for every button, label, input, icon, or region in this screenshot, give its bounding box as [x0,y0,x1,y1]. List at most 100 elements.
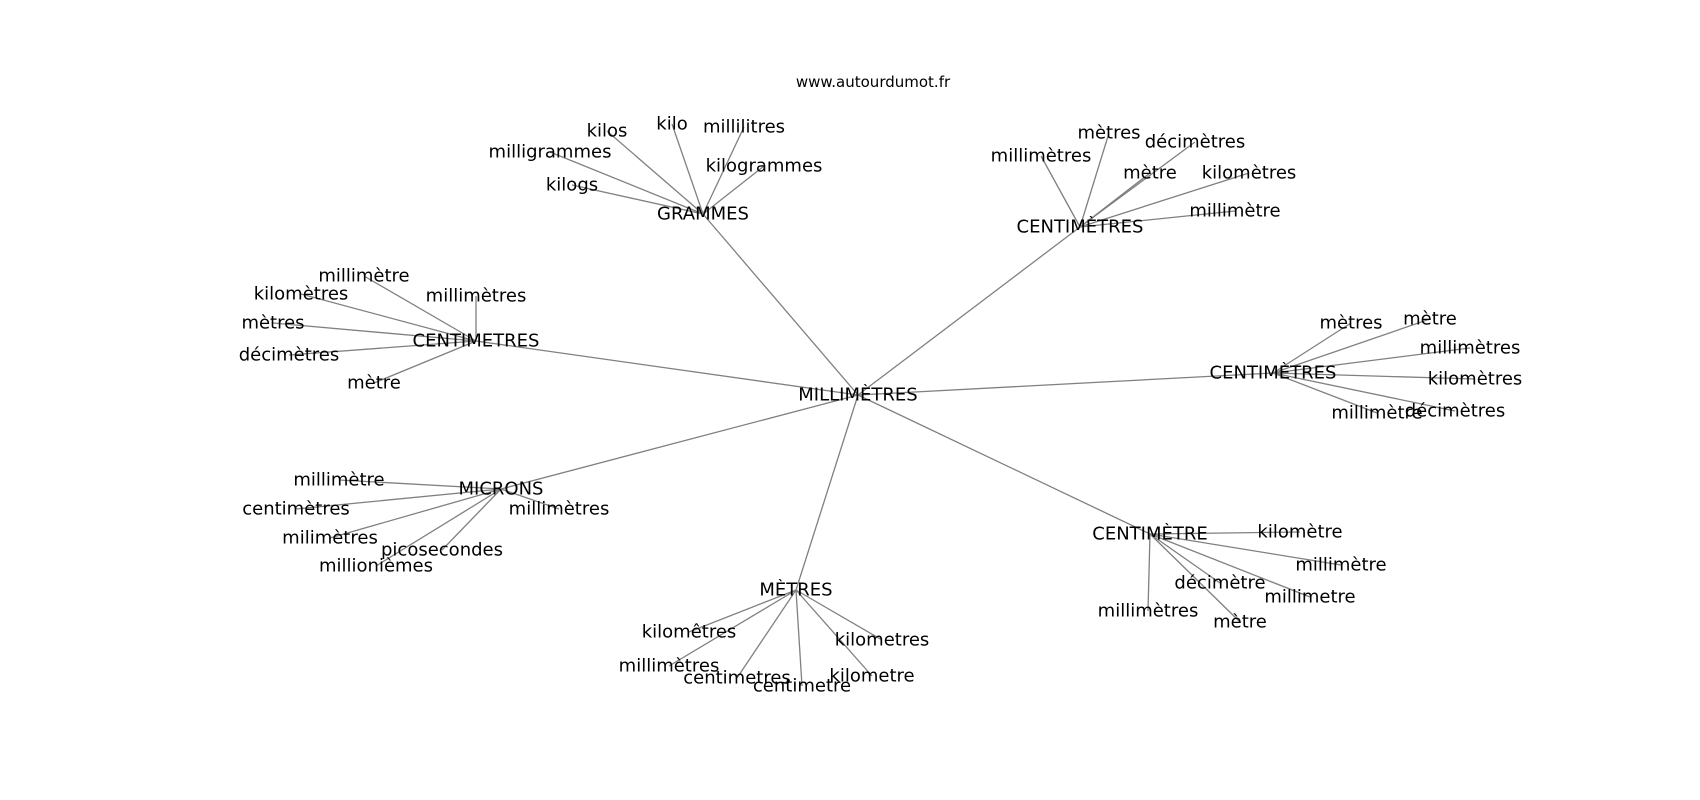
leaf-node-label: milligrammes [489,142,612,163]
leaf-node-label: mètres [1077,123,1140,144]
hub-node-label: CENTIMETRES [413,331,540,352]
hub-leaf-edge [1272,372,1456,412]
center-hub-edge [702,213,859,396]
hub-leaf-edge [295,488,502,510]
leaf-node-label: kilometres [835,630,930,651]
hub-leaf-edge [606,130,704,215]
leaf-node-label: mètre [1213,612,1267,633]
leaf-node-label: millimètres [1420,338,1521,359]
leaf-node-label: décimètres [1145,132,1246,153]
leaf-node-label: kilomètres [254,284,349,305]
leaf-node-label: kilomètre [1257,522,1342,543]
center-hub-edge [857,226,1081,396]
leaf-node-label: kilomêtres [642,622,737,643]
hub-leaf-edge [688,589,797,633]
hub-node-label: GRAMMES [657,204,749,225]
hub-leaf-edge [1149,533,1342,566]
leaf-node-label: millimètre [318,266,409,287]
leaf-node-label: millimètres [1098,601,1199,622]
hub-leaf-edge [1149,531,1301,535]
hub-node-label: MICRONS [459,479,544,500]
hub-leaf-edge [363,275,477,342]
leaf-node-label: millimètre [1295,555,1386,576]
hub-leaf-edge [549,151,704,215]
leaf-node-label: centimètres [242,499,350,520]
leaf-node-label: milimètres [282,528,378,549]
hub-leaf-edge [373,340,477,384]
hub-leaf-edge [375,488,502,567]
leaf-node-label: millimètre [1331,403,1422,424]
hub-leaf-edge [338,479,502,490]
leaf-node-label: millimètre [1189,201,1280,222]
leaf-node-label: kilo [656,114,687,135]
leaf-node-label: millimètres [426,286,527,307]
leaf-node-label: millimètres [619,656,720,677]
hub-leaf-edge [702,126,745,215]
center-hub-edge [795,394,859,591]
center-hub-edge [475,340,859,396]
leaf-node-label: décimètre [1174,573,1265,594]
leaf-node-label: mètre [1403,309,1457,330]
leaf-node-label: kilogrammes [706,156,823,177]
hub-leaf-edge [288,340,477,356]
graph-labels: www.autourdumot.fr MILLIMÈTRES GRAMMES kil… [239,73,1523,697]
leaf-node-label: kilometre [829,666,914,687]
leaf-node-label: kilogs [546,175,598,196]
leaf-node-label: millimètre [293,470,384,491]
leaf-node-label: décimètres [239,345,340,366]
hub-leaf-edge [795,589,873,677]
leaf-node-label: mètre [1123,163,1177,184]
leaf-node-label: picosecondes [381,540,503,561]
leaf-node-label: centimetre [753,676,851,697]
hub-leaf-edge [1149,533,1311,598]
leaf-node-label: décimètres [1405,401,1506,422]
leaf-node-label: millionièmes [319,556,433,577]
leaf-node-label: kilomètres [1428,369,1523,390]
leaf-node-label: mètre [347,373,401,394]
hub-node-label: CENTIMÈTRES [1210,362,1337,384]
center-node-label: MILLIMÈTRES [798,384,917,406]
leaf-node-label: millilitres [703,117,785,138]
hub-leaf-edge [272,322,477,342]
center-hub-edge [857,394,1151,535]
hub-leaf-edge [329,488,502,539]
leaf-node-label: centimetres [683,668,791,689]
leaf-node-label: millimetre [1264,587,1355,608]
leaf-node-label: millimètres [509,499,610,520]
hub-leaf-edge [1147,533,1151,612]
hub-leaf-edge [1149,533,1221,584]
hub-leaf-edge [1272,318,1431,374]
leaf-node-label: mètres [1319,313,1382,334]
hub-leaf-edge [1149,533,1241,623]
source-url: www.autourdumot.fr [796,73,951,91]
center-hub-edge [500,394,859,490]
hub-leaf-edge [671,123,704,215]
hub-leaf-edge [1079,210,1236,228]
hub-leaf-edge [1079,172,1250,228]
hub-leaf-edge [795,589,883,641]
hub-leaf-edge [1079,132,1110,228]
hub-leaf-edge [668,589,797,667]
hub-leaf-edge [1079,172,1151,228]
hub-leaf-edge [1272,372,1378,414]
hub-leaf-edge [500,488,560,510]
center-hub-edge [857,372,1274,396]
hub-leaf-edge [441,488,502,551]
hub-leaf-edge [1040,155,1081,228]
hub-leaf-edge [702,165,765,215]
hub-leaf-edge [1272,322,1352,374]
hub-node-label: CENTIMÈTRES [1017,216,1144,238]
hub-leaf-edge [795,589,803,687]
leaf-node-label: kilos [587,121,628,142]
hub-leaf-edge [300,293,477,342]
leaf-node-label: millimètres [991,146,1092,167]
hub-node-label: MÈTRES [759,579,832,601]
leaf-node-label: mètres [241,313,304,334]
hub-leaf-edge [1272,372,1476,380]
leaf-node-label: kilomètres [1202,163,1297,184]
hub-leaf-edge [571,184,704,215]
graph-edges [272,123,1476,687]
hub-leaf-edge [736,589,797,679]
hub-node-label: CENTIMÈTRE [1092,523,1208,545]
